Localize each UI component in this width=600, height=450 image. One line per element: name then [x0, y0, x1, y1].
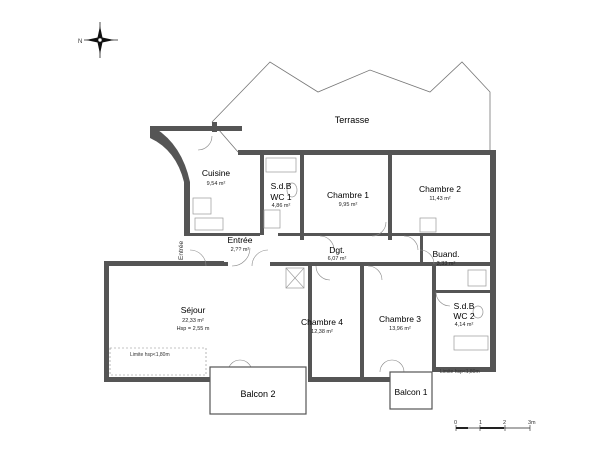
scale-tick-3: 3m	[528, 420, 536, 426]
balcon-1-label: Balcon 1	[394, 387, 427, 397]
limite-hsp-left-zone	[109, 347, 207, 376]
room-name: Chambre 3	[379, 314, 421, 324]
scale-tick-1: 1	[479, 420, 482, 426]
room-name: Séjour	[181, 305, 206, 315]
room-chambre-2: Chambre 2 11,43 m²	[419, 184, 461, 202]
room-name-line2: WC 2	[453, 311, 475, 321]
room-name: Cuisine	[202, 168, 231, 178]
scale-bar	[455, 425, 531, 431]
room-chambre-3: Chambre 3 13,96 m²	[379, 314, 421, 332]
scale-tick-0: 0	[454, 420, 457, 426]
room-sdb-wc2: S.d.B WC 2 4,14 m²	[453, 301, 475, 328]
balcon-2-label: Balcon 2	[240, 389, 275, 399]
room-entree: Entrée 2,?? m² Entrée	[178, 235, 253, 260]
room-dgt: Dgt. 6,07 m²	[328, 245, 347, 262]
terrasse-label: Terrasse	[335, 115, 370, 125]
room-name: Buand.	[433, 249, 460, 259]
compass-north-label: N	[78, 39, 82, 45]
room-area: 3,33 m²	[437, 261, 456, 267]
room-area: 22,33 m²	[182, 318, 204, 324]
room-chambre-4: Chambre 4 12,38 m²	[301, 317, 343, 335]
room-area: 11,43 m²	[429, 196, 450, 202]
room-name: Chambre 1	[327, 190, 369, 200]
room-name: Dgt.	[329, 245, 345, 255]
room-area: 4,86 m²	[272, 203, 291, 209]
room-sdb-wc1: S.d.B WC 1 4,86 m²	[270, 181, 292, 209]
room-chambre-1: Chambre 1 9,95 m²	[327, 190, 369, 208]
scale-tick-2: 2	[503, 420, 506, 426]
terrasse-outline	[211, 61, 491, 153]
fixtures	[192, 157, 489, 351]
room-area: 6,07 m²	[328, 256, 347, 262]
balcon-1-outline	[389, 371, 433, 410]
room-name: Entrée	[227, 235, 252, 245]
room-name: Chambre 2	[419, 184, 461, 194]
room-name: S.d.B	[454, 301, 475, 311]
room-area: 9,54 m²	[207, 181, 226, 187]
room-area: 2,?? m²	[231, 247, 250, 253]
room-name-line2: WC 1	[270, 192, 292, 202]
room-name: Chambre 4	[301, 317, 343, 327]
room-area: 13,96 m²	[389, 326, 411, 332]
entrance-door-label: Entrée	[178, 240, 185, 260]
room-area: 12,38 m²	[311, 329, 333, 335]
compass-rose-icon	[84, 22, 118, 58]
balcon-2-outline	[209, 366, 307, 415]
room-area: 4,14 m²	[455, 322, 474, 328]
room-hsp: Hsp = 2,55 m	[177, 326, 210, 332]
room-cuisine: Cuisine 9,54 m²	[202, 168, 231, 187]
limite-hsp-right-label: Limite hsp<1,80m	[440, 369, 480, 375]
room-area: 9,95 m²	[339, 202, 358, 208]
room-sejour: Séjour 22,33 m² Hsp = 2,55 m	[177, 305, 210, 332]
limite-hsp-left-label: Limite hsp<1,80m	[130, 352, 170, 358]
room-name: S.d.B	[271, 181, 292, 191]
room-buand: Buand. 3,33 m²	[433, 249, 460, 267]
